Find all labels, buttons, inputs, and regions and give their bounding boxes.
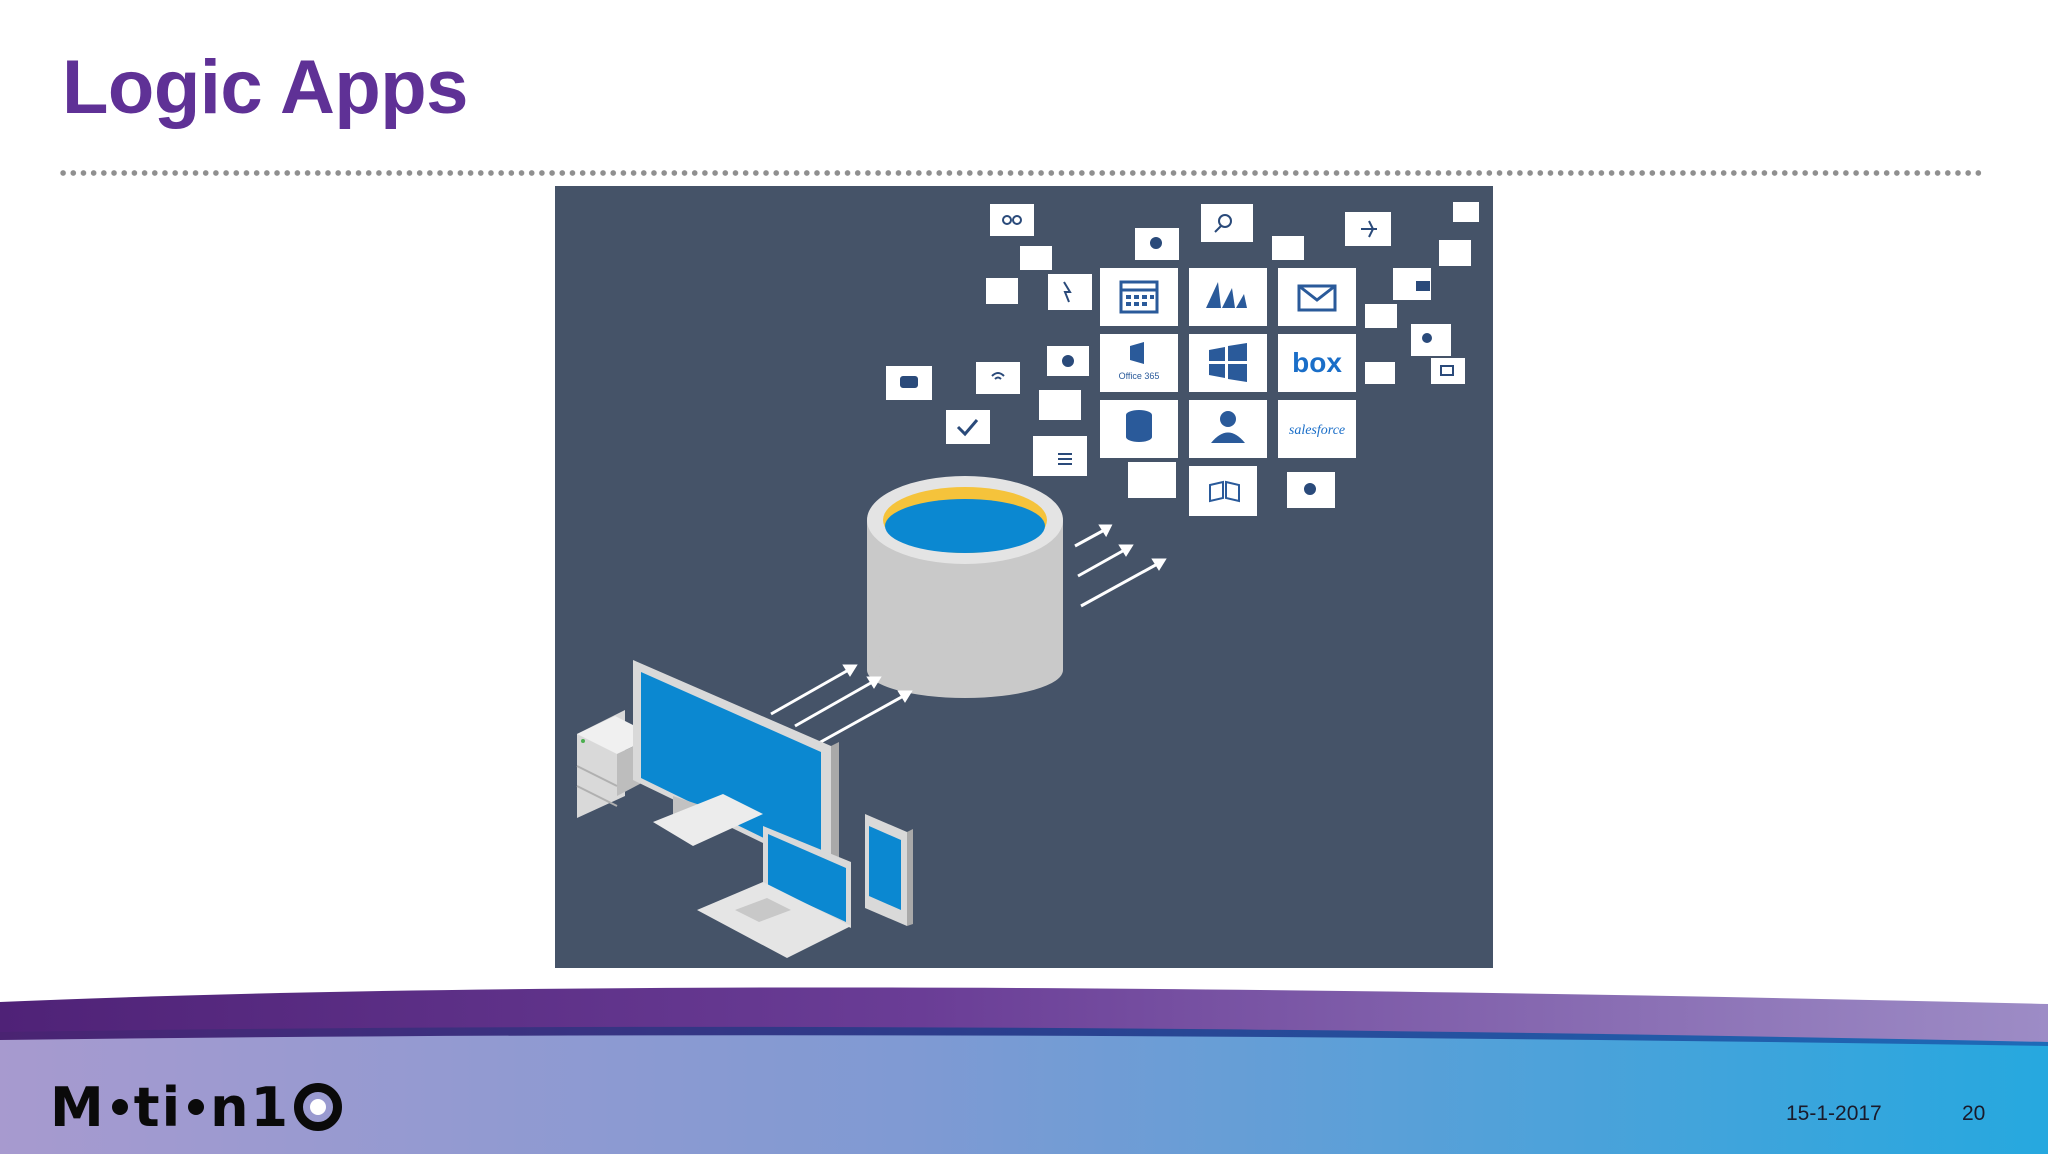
logo-ring <box>294 1083 343 1131</box>
slide-date: 15-1-2017 <box>1786 1102 1882 1125</box>
logo-text-1: M <box>50 1075 106 1139</box>
logo-text-3: n1 <box>210 1075 291 1139</box>
phone <box>865 814 913 926</box>
logo-text-2: ti <box>133 1075 183 1139</box>
box-label: box <box>1292 347 1342 378</box>
logo-dot-2 <box>188 1099 205 1115</box>
monitor <box>633 660 839 876</box>
slide-title: Logic Apps <box>62 45 468 130</box>
dotted-divider <box>58 169 1983 177</box>
office365-label: Office 365 <box>1119 371 1160 381</box>
laptop <box>697 826 851 958</box>
footer-band <box>0 980 2048 1154</box>
salesforce-label: salesforce <box>1289 423 1345 438</box>
small-icon-tiles <box>886 202 1479 508</box>
motion10-logo: M ti n1 <box>50 1075 343 1139</box>
logic-apps-illustration: Office 365 box salesforce <box>555 186 1493 968</box>
logo-dot-1 <box>111 1099 128 1115</box>
data-cylinder <box>867 476 1063 698</box>
slide-number: 20 <box>1962 1102 1986 1125</box>
